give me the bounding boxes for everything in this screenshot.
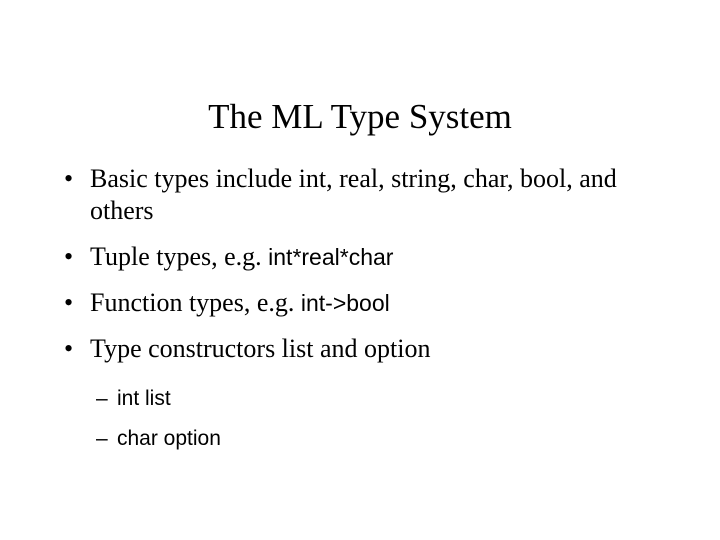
sub-list-item[interactable]: – char option (96, 425, 596, 452)
sub-bullet-text: char option (117, 427, 221, 450)
sub-bullet-list: – int list – char option (96, 385, 596, 465)
bullet-text: Function types, e.g. (90, 288, 301, 317)
bullet-code-text: int*real*char (268, 244, 394, 270)
bullet-icon: • (64, 288, 74, 317)
list-item[interactable]: • Function types, e.g. int->bool (60, 287, 660, 319)
bullet-icon: • (64, 164, 74, 193)
sub-bullet-text: int list (117, 387, 171, 410)
bullet-list: • Basic types include int, real, string,… (60, 163, 660, 365)
page-title: The ML Type System (208, 97, 512, 137)
bullet-text: Basic types include int, real, string, c… (90, 164, 617, 225)
list-item[interactable]: • Tuple types, e.g. int*real*char (60, 241, 660, 273)
bullet-icon: • (64, 242, 74, 271)
list-item[interactable]: • Type constructors list and option (60, 333, 660, 365)
bullet-text: Tuple types, e.g. (90, 242, 269, 271)
bullet-icon: • (64, 334, 74, 363)
list-item[interactable]: • Basic types include int, real, string,… (60, 163, 660, 227)
dash-icon: – (96, 387, 108, 410)
sub-list-item[interactable]: – int list (96, 385, 596, 412)
bullet-code-text: int->bool (300, 290, 390, 316)
dash-icon: – (96, 427, 108, 450)
bullet-text: Type constructors list and option (90, 334, 431, 363)
